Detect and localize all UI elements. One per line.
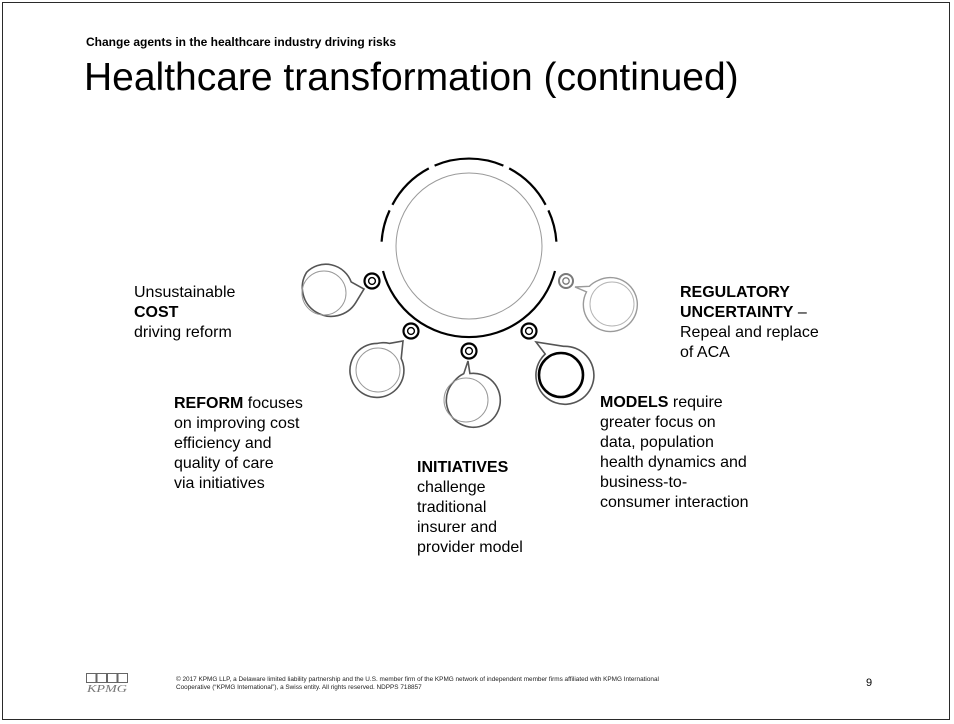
label-models: MODELS require greater focus on data, po… [600,394,749,511]
label-reform: REFORM focuses on improving cost efficie… [174,395,303,492]
node-reform [402,322,420,340]
bubble-regulatory [574,276,639,333]
slide-title: Healthcare transformation (continued) [84,56,739,99]
label-cost: Unsustainable COST driving reform [134,284,236,341]
node-models [520,322,538,340]
bubble-cost [301,263,366,318]
central-circle [395,172,543,320]
bubble-reform [349,340,405,399]
kpmg-logo: KPMG [86,673,128,693]
node-initiatives [460,342,478,360]
node-cost [363,272,381,290]
footer-copyright: © 2017 KPMG LLP, a Delaware limited liab… [176,676,659,692]
label-initiatives: INITIATIVES challenge traditional insure… [417,459,523,556]
bubble-initiatives [443,360,502,429]
copyright-line-1: © 2017 KPMG LLP, a Delaware limited liab… [176,676,659,683]
copyright-line-2: Cooperative (“KPMG International”), a Sw… [176,684,422,691]
page-number: 9 [866,677,873,689]
lower-arc [381,270,557,339]
label-regulatory: REGULATORY UNCERTAINTY – Repeal and repl… [680,284,819,361]
slide-subtitle: Change agents in the healthcare industry… [86,35,397,49]
node-regulatory [558,273,574,289]
bubble-models [534,340,595,406]
kpmg-logo-text: KPMG [86,684,128,693]
outer-arc-segments [380,157,558,242]
